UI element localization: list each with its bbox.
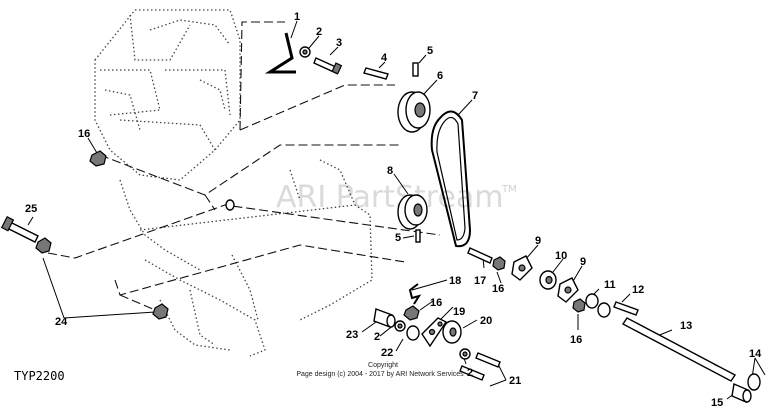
- part-9-bearing-left: [511, 255, 533, 281]
- part-16-nut-lower: [572, 298, 586, 313]
- part-22-bushing: [406, 325, 420, 341]
- callout-3: 3: [336, 37, 342, 49]
- callout-16-left: 16: [78, 128, 90, 140]
- diagram-code: TYP2200: [14, 369, 65, 383]
- part-frame-plug: [225, 199, 235, 211]
- engine-outline: [94, 9, 241, 271]
- callout-8: 8: [387, 165, 393, 177]
- callout-23: 23: [346, 329, 358, 341]
- part-23-spacer: [373, 308, 396, 328]
- copyright-line-2: Page design (c) 2004 - 2017 by ARI Netwo…: [296, 371, 464, 378]
- part-24-nut-right: [152, 303, 169, 320]
- callout-13: 13: [680, 320, 692, 332]
- copyright-line-1: Copyright: [368, 362, 398, 369]
- callout-2-center: 2: [374, 331, 380, 343]
- callout-10: 10: [555, 250, 567, 262]
- part-11-collar-b: [597, 302, 611, 318]
- part-16-nut-right: [492, 256, 506, 271]
- part-10-bearing: [539, 270, 557, 290]
- part-11-collar-a: [585, 293, 599, 309]
- callout-11: 11: [604, 279, 616, 291]
- part-21-bolt-upper: [475, 352, 501, 368]
- part-25-bolt: [0, 216, 39, 243]
- callout-20: 20: [480, 315, 492, 327]
- callout-24: 24: [55, 316, 68, 328]
- part-16-nut-center: [403, 305, 420, 321]
- part-20-idler-pulley: [442, 320, 462, 344]
- part-19-bracket: [421, 317, 448, 348]
- part-8-lower-pulley: [397, 194, 428, 230]
- parts: [0, 32, 761, 403]
- part-5-pin-lower: [415, 229, 421, 243]
- watermark: ARI PartStream TM: [276, 180, 517, 215]
- part-12-key: [613, 301, 639, 316]
- callout-2-top: 2: [316, 26, 322, 38]
- part-1-bent-rod: [264, 32, 296, 74]
- part-18-spring-clip: [408, 283, 422, 305]
- callout-16-right: 16: [492, 283, 504, 295]
- part-14-retaining-ring: [747, 373, 761, 391]
- callout-labels: 1 2 3 4 5 6 7 8 5 9 9 10 11 12 13 14 15 …: [25, 11, 762, 409]
- callout-7: 7: [472, 90, 478, 102]
- callout-16-center: 16: [430, 297, 442, 309]
- callout-18: 18: [449, 275, 461, 287]
- callout-16-lower: 16: [570, 334, 582, 346]
- callout-22: 22: [381, 347, 393, 359]
- part-6-upper-pulley: [397, 91, 431, 133]
- part-4-key: [363, 67, 389, 80]
- part-9-bearing-right: [557, 277, 579, 303]
- callout-25: 25: [25, 203, 37, 215]
- callout-15: 15: [711, 397, 723, 409]
- part-16-nut-left: [89, 150, 107, 167]
- part-15-collar: [731, 383, 752, 403]
- callout-9-right: 9: [580, 256, 586, 268]
- reference-lines: [47, 21, 441, 311]
- callout-17: 17: [474, 275, 486, 287]
- callout-21: 21: [509, 375, 521, 387]
- frame-outline: [139, 159, 373, 357]
- watermark-text: ARI PartStream: [276, 180, 504, 215]
- callout-12: 12: [632, 284, 644, 296]
- part-24-nut-left: [35, 237, 52, 254]
- part-7-v-belt: [430, 110, 472, 248]
- callout-19: 19: [453, 306, 465, 318]
- callout-5-bottom: 5: [395, 232, 401, 244]
- callout-5-top: 5: [427, 45, 433, 57]
- callout-9-left: 9: [535, 235, 541, 247]
- callout-1: 1: [294, 11, 300, 23]
- watermark-trademark: TM: [501, 184, 517, 195]
- part-21-bolt-lower: [459, 365, 485, 381]
- callout-14: 14: [749, 348, 762, 360]
- part-5-pin: [412, 62, 419, 77]
- callout-6: 6: [437, 70, 443, 82]
- callout-4: 4: [381, 52, 388, 64]
- part-13-shaft: [621, 317, 737, 382]
- part-17-bolt: [467, 247, 493, 264]
- copyright-footer: Copyright Page design (c) 2004 - 2017 by…: [296, 362, 464, 378]
- callout-2-lower: 2: [467, 367, 473, 379]
